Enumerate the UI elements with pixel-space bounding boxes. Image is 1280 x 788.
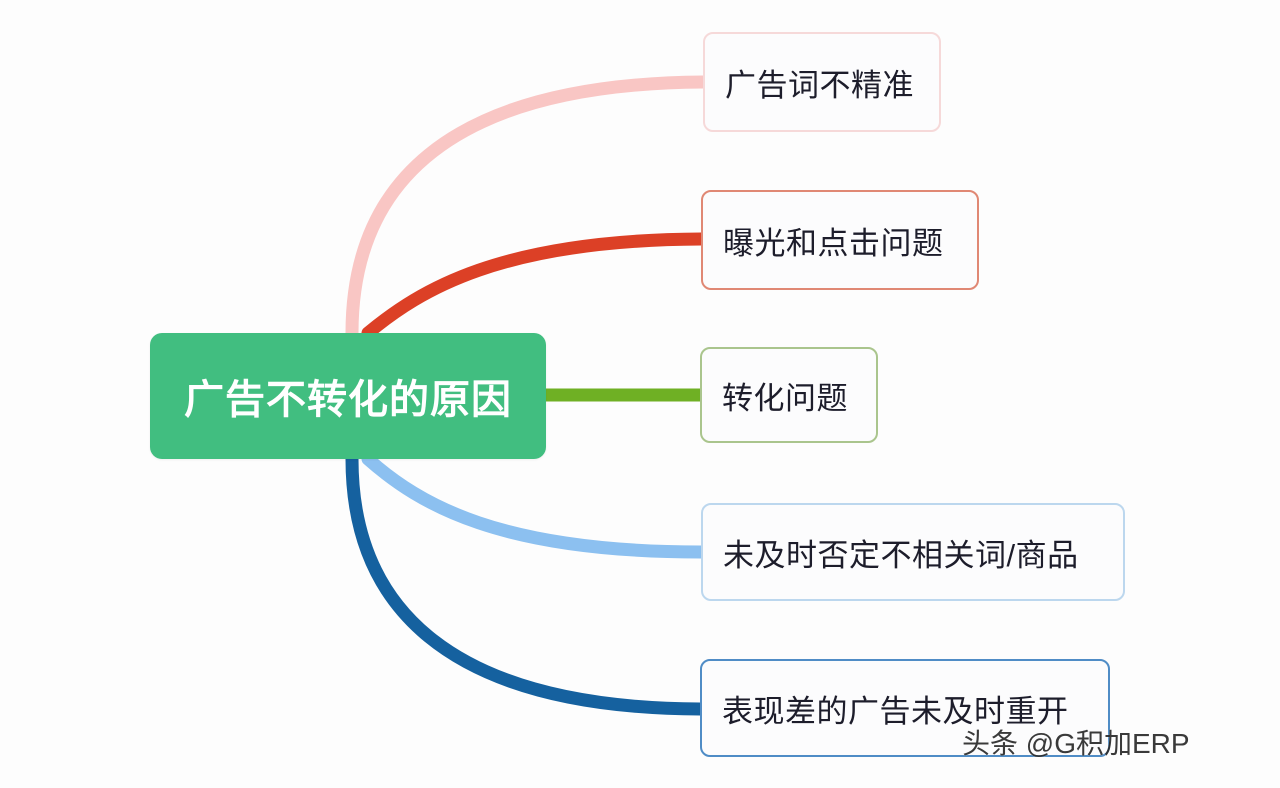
connector-branch-5 xyxy=(345,452,707,716)
branch-node-2-label: 曝光和点击问题 xyxy=(723,225,944,261)
branch-node-4-label: 未及时否定不相关词/商品 xyxy=(723,537,1079,573)
branch-node-1-label: 广告词不精准 xyxy=(725,67,914,103)
branch-node-5-label: 表现差的广告未及时重开 xyxy=(722,693,1069,729)
connector-branch-1 xyxy=(345,75,710,340)
branch-node-1[interactable]: 广告词不精准 xyxy=(703,32,941,132)
watermark-text: 头条 @G积加ERP xyxy=(962,728,1190,759)
branch-node-4[interactable]: 未及时否定不相关词/商品 xyxy=(701,503,1125,601)
connector-branch-2 xyxy=(361,232,708,340)
root-node-label: 广告不转化的原因 xyxy=(184,378,512,422)
branch-node-2[interactable]: 曝光和点击问题 xyxy=(701,190,979,290)
branch-node-5[interactable]: 表现差的广告未及时重开 xyxy=(700,659,1110,757)
branch-node-3-label: 转化问题 xyxy=(722,380,848,416)
branch-node-3[interactable]: 转化问题 xyxy=(700,347,878,443)
root-node[interactable]: 广告不转化的原因 xyxy=(150,333,546,459)
connector-branch-4 xyxy=(361,452,708,559)
